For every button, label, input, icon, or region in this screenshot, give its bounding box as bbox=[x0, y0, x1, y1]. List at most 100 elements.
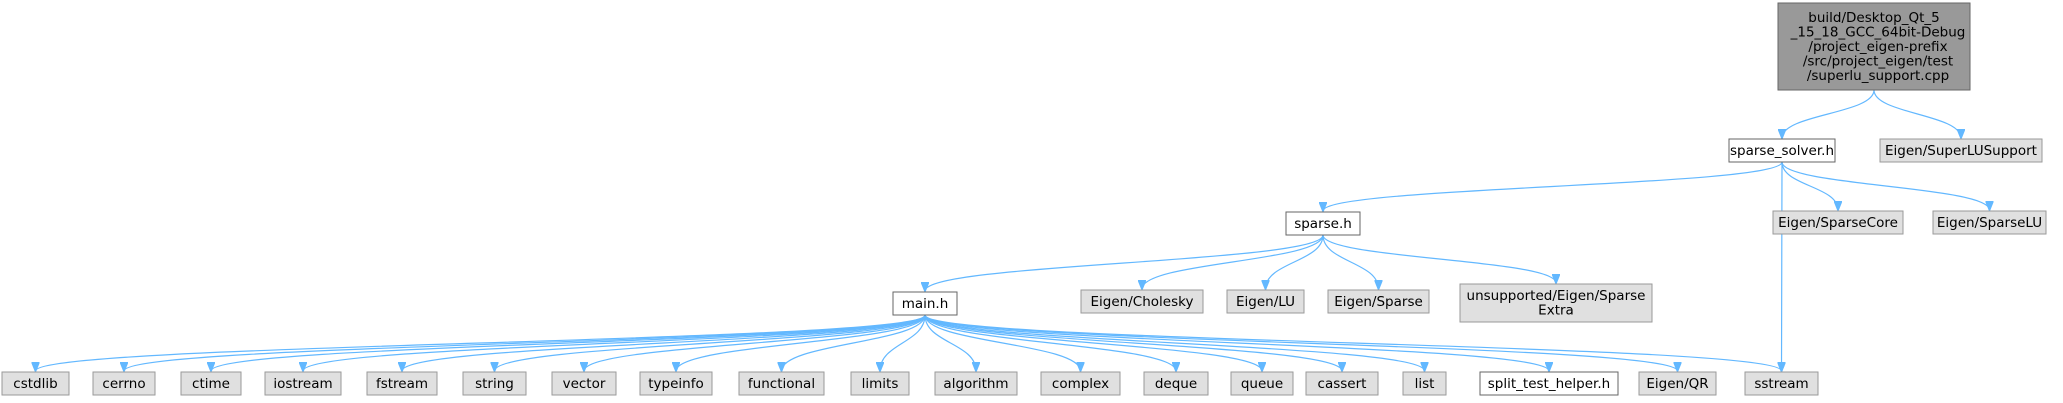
node-label-sparse_solver-0: sparse_solver.h bbox=[1730, 143, 1834, 159]
node-vector: vector bbox=[551, 371, 617, 396]
edge-main-to-complex bbox=[924, 314, 1081, 371]
node-box-queue bbox=[1230, 371, 1294, 396]
node-label-functional-0: functional bbox=[748, 376, 815, 392]
node-limits: limits bbox=[850, 371, 910, 396]
node-box-sparse_solver bbox=[1728, 138, 1836, 163]
node-label-fstream-0: fstream bbox=[376, 376, 428, 392]
edge-main-to-queue bbox=[924, 314, 1262, 371]
edge-sparse-to-lu bbox=[1266, 234, 1324, 289]
node-main[interactable]: main.h bbox=[892, 291, 958, 316]
node-box-lu bbox=[1226, 289, 1305, 314]
edge-sparse_solver-to-sparselu bbox=[1781, 161, 1990, 210]
edge-main-to-functional bbox=[782, 314, 926, 371]
node-box-fstream bbox=[366, 371, 438, 396]
node-label-sparselu-0: Eigen/SparseLU bbox=[1937, 215, 2042, 231]
edge-main-to-cstdlib bbox=[36, 314, 926, 371]
node-box-eigenqr bbox=[1638, 371, 1717, 396]
node-box-cerrno bbox=[92, 371, 156, 396]
node-box-complex bbox=[1040, 371, 1121, 396]
node-box-algorithm bbox=[934, 371, 1018, 396]
node-iostream: iostream bbox=[264, 371, 342, 396]
node-box-main bbox=[892, 291, 958, 316]
node-label-eigenqr-0: Eigen/QR bbox=[1646, 376, 1708, 392]
node-string: string bbox=[462, 371, 527, 396]
node-sparse[interactable]: sparse.h bbox=[1285, 211, 1361, 236]
node-label-cstdlib-0: cstdlib bbox=[13, 376, 57, 392]
node-box-functional bbox=[738, 371, 825, 396]
node-box-sparse bbox=[1285, 211, 1361, 236]
node-label-lu-0: Eigen/LU bbox=[1236, 294, 1295, 310]
node-fstream: fstream bbox=[366, 371, 438, 396]
node-superlusupport: Eigen/SuperLUSupport bbox=[1879, 138, 2043, 163]
edge-sparse_solver-to-sstream bbox=[1782, 161, 1783, 371]
node-lu: Eigen/LU bbox=[1226, 289, 1305, 314]
node-box-iostream bbox=[264, 371, 342, 396]
edge-sparse-to-cholesky bbox=[1142, 234, 1324, 289]
edge-sparse-to-eigensparse bbox=[1322, 234, 1379, 289]
edge-main-to-iostream bbox=[303, 314, 926, 371]
node-label-deque-0: deque bbox=[1155, 376, 1197, 392]
node-label-sparse-0: sparse.h bbox=[1294, 216, 1352, 232]
edge-root-to-sparse_solver bbox=[1782, 89, 1875, 138]
node-label-string-0: string bbox=[475, 376, 514, 392]
edge-main-to-list bbox=[924, 314, 1425, 371]
node-box-cstdlib bbox=[1, 371, 70, 396]
node-cstdlib: cstdlib bbox=[1, 371, 70, 396]
edge-main-to-vector bbox=[584, 314, 926, 371]
node-label-cassert-0: cassert bbox=[1318, 376, 1367, 392]
edge-main-to-limits bbox=[880, 314, 926, 371]
node-label-root-2: /project_eigen-prefix bbox=[1808, 39, 1947, 55]
node-sstream: sstream bbox=[1744, 371, 1819, 396]
node-label-root-3: /src/project_eigen/test bbox=[1803, 53, 1953, 69]
node-box-limits bbox=[850, 371, 910, 396]
node-box-deque bbox=[1143, 371, 1209, 396]
edge-main-to-cerrno bbox=[124, 314, 926, 371]
node-cholesky: Eigen/Cholesky bbox=[1080, 289, 1204, 314]
node-eigensparse: Eigen/Sparse bbox=[1327, 289, 1430, 314]
node-label-vector-0: vector bbox=[563, 376, 606, 392]
node-sparse_solver[interactable]: sparse_solver.h bbox=[1728, 138, 1836, 163]
edge-sparse-to-unsupported bbox=[1322, 234, 1556, 283]
node-layer: build/Desktop_Qt_5_15_18_GCC_64bit-Debug… bbox=[1, 2, 2047, 396]
node-box-unsupported bbox=[1459, 283, 1653, 323]
node-box-eigensparse bbox=[1327, 289, 1430, 314]
node-label-unsupported-0: unsupported/Eigen/Sparse bbox=[1467, 288, 1646, 304]
edge-sparse_solver-to-sparsecore bbox=[1781, 161, 1838, 210]
edge-main-to-algorithm bbox=[924, 314, 976, 371]
edge-main-to-fstream bbox=[402, 314, 926, 371]
node-box-sparselu bbox=[1932, 210, 2047, 235]
node-queue: queue bbox=[1230, 371, 1294, 396]
node-label-queue-0: queue bbox=[1241, 376, 1283, 392]
node-split_test_helper[interactable]: split_test_helper.h bbox=[1479, 371, 1619, 396]
edge-sparse_solver-to-sparse bbox=[1323, 161, 1783, 211]
node-box-root bbox=[1777, 2, 1971, 91]
edge-main-to-deque bbox=[924, 314, 1176, 371]
node-label-iostream-0: iostream bbox=[273, 376, 332, 392]
node-label-superlusupport-0: Eigen/SuperLUSupport bbox=[1885, 143, 2037, 159]
node-label-root-0: build/Desktop_Qt_5 bbox=[1808, 10, 1939, 26]
node-box-sstream bbox=[1744, 371, 1819, 396]
node-label-root-1: _15_18_GCC_64bit-Debug bbox=[1790, 24, 1966, 40]
node-box-split_test_helper bbox=[1479, 371, 1619, 396]
edge-root-to-superlusupport bbox=[1873, 89, 1961, 138]
node-sparsecore: Eigen/SparseCore bbox=[1772, 210, 1904, 235]
node-typeinfo: typeinfo bbox=[639, 371, 713, 396]
node-eigenqr: Eigen/QR bbox=[1638, 371, 1717, 396]
node-label-complex-0: complex bbox=[1052, 376, 1109, 392]
node-label-cerrno-0: cerrno bbox=[102, 376, 145, 392]
node-label-limits-0: limits bbox=[862, 376, 899, 392]
edge-main-to-cassert bbox=[924, 314, 1342, 371]
node-label-algorithm-0: algorithm bbox=[943, 376, 1008, 392]
node-cassert: cassert bbox=[1305, 371, 1379, 396]
node-deque: deque bbox=[1143, 371, 1209, 396]
node-label-unsupported-1: Extra bbox=[1538, 303, 1574, 319]
node-algorithm: algorithm bbox=[934, 371, 1018, 396]
node-sparselu: Eigen/SparseLU bbox=[1932, 210, 2047, 235]
node-box-cholesky bbox=[1080, 289, 1204, 314]
edge-main-to-split_test_helper bbox=[924, 314, 1549, 371]
node-box-vector bbox=[551, 371, 617, 396]
edge-layer bbox=[36, 89, 1990, 371]
node-root[interactable]: build/Desktop_Qt_5_15_18_GCC_64bit-Debug… bbox=[1777, 2, 1971, 91]
